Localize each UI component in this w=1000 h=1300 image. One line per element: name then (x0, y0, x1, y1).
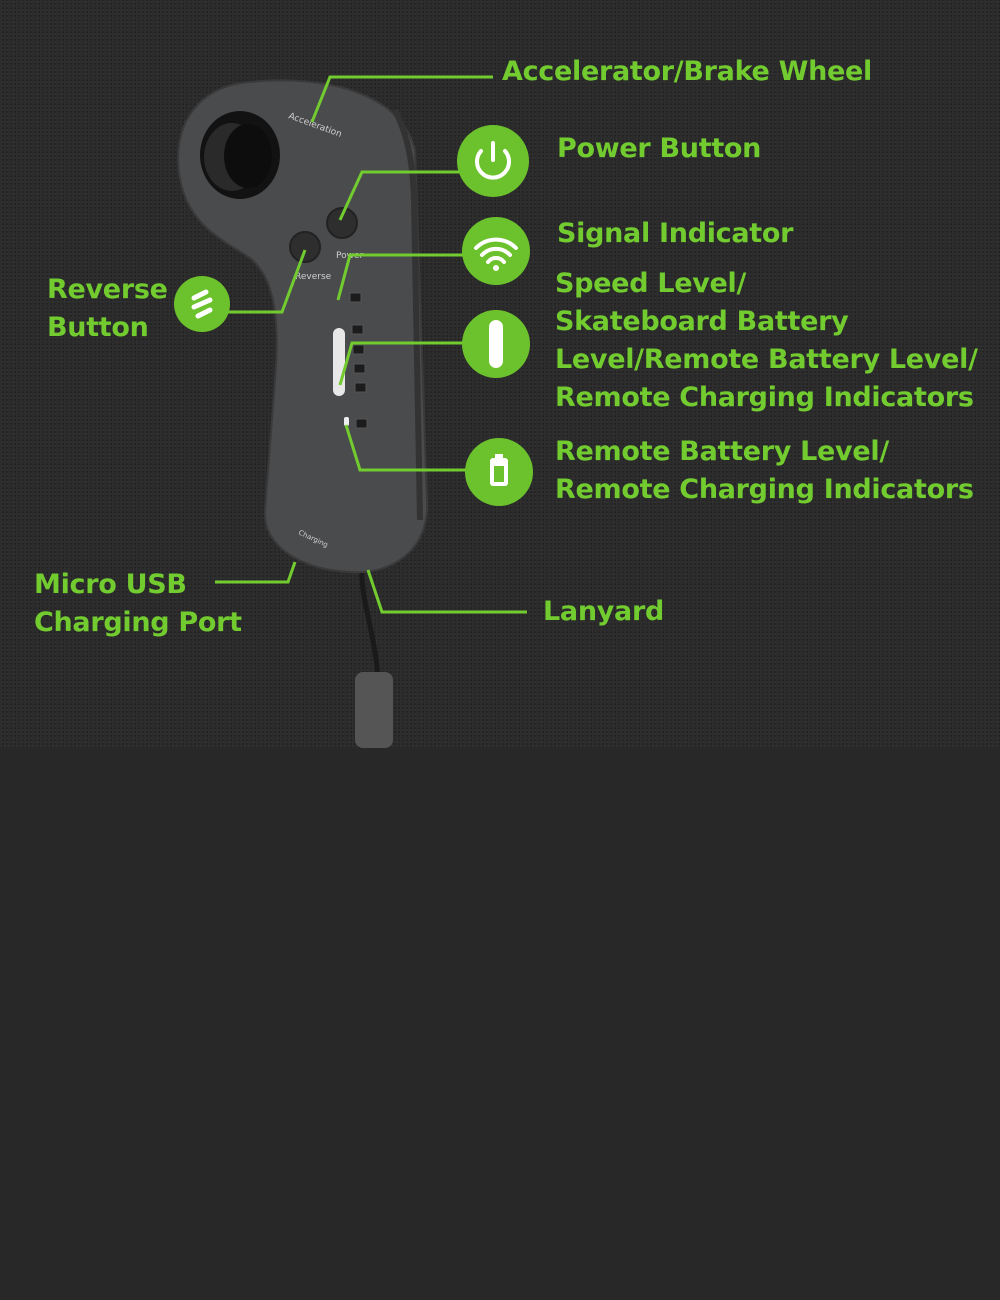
thumb-hole-inner (224, 124, 272, 188)
label-line: Level/Remote Battery Level/ (555, 344, 978, 375)
wifi-signal-icon (462, 217, 530, 285)
label-line: Button (47, 312, 149, 343)
label-micro-usb-port: Micro USB Charging Port (34, 566, 242, 642)
label-line: Micro USB (34, 569, 187, 600)
label-reverse-button: Reverse Button (47, 271, 168, 347)
label-line: Remote Battery Level/ (555, 436, 889, 467)
remote-body (176, 79, 429, 574)
label-signal-indicator: Signal Indicator (557, 218, 794, 249)
battery-icon (465, 438, 533, 506)
lanyard-tab (355, 672, 393, 748)
label-line: Reverse (47, 274, 168, 305)
label-accelerator-brake-wheel: Accelerator/Brake Wheel (502, 56, 872, 87)
leader-lines (215, 75, 527, 614)
device-reverse-button (289, 231, 321, 263)
remote-illustration: Acceleration Power Reverse Charging (174, 75, 533, 748)
battery-led-glyph (344, 417, 349, 426)
led-indicators (349, 292, 368, 429)
label-speed-level: Speed Level/ Skateboard Battery Level/Re… (555, 265, 978, 417)
device-reverse-text: Reverse (295, 272, 332, 282)
label-line: Speed Level/ (555, 268, 747, 299)
label-line: Skateboard Battery (555, 306, 849, 337)
power-icon (457, 125, 529, 197)
lanyard-cord (359, 564, 381, 681)
device-power-button (326, 207, 358, 239)
reverse-icon (174, 276, 230, 332)
skateboard-glyph (333, 328, 345, 396)
label-power-button: Power Button (557, 133, 762, 164)
label-lanyard: Lanyard (543, 596, 665, 627)
remote-side-edge (392, 108, 423, 521)
label-line: Remote Charging Indicators (555, 474, 974, 505)
skateboard-icon (462, 310, 530, 378)
label-line: Charging Port (34, 607, 242, 638)
label-remote-battery: Remote Battery Level/ Remote Charging In… (555, 433, 974, 509)
label-line: Remote Charging Indicators (555, 382, 974, 413)
